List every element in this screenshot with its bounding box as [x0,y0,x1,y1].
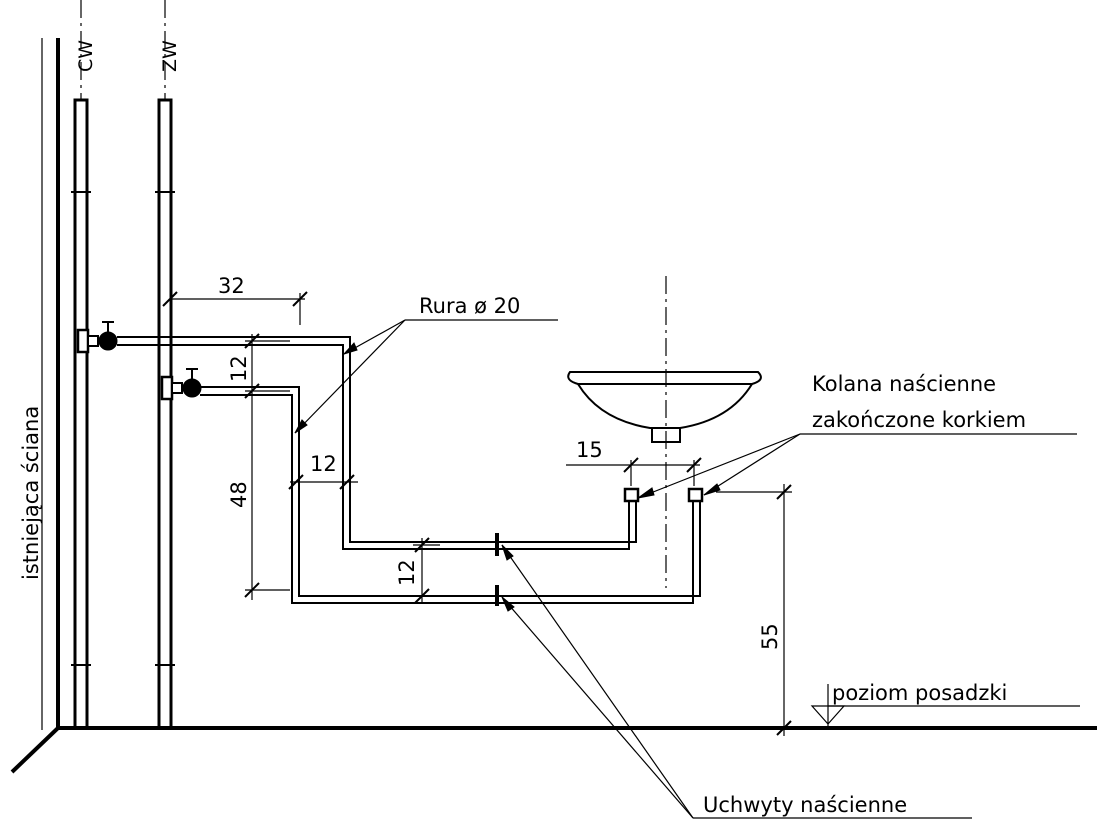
dim-label-32: 32 [218,274,245,298]
callout-elbows: Kolana naścienne zakończone korkiem [637,372,1077,499]
pipe-callout: Rura ø 20 [419,294,520,318]
riser-cw [71,0,91,730]
dimension-55: 55 [716,484,792,736]
floor-label: poziom posadzki [832,681,1007,705]
dim-label-12-vertical: 12 [227,355,251,382]
floor-perspective-line [10,726,60,774]
wall-elbow-left [623,487,640,503]
dim-label-12-lower: 12 [395,559,419,586]
elbow-callout-line2: zakończone korkiem [812,408,1026,432]
dimension-12-horizontal: 12 [288,452,358,490]
dim-label-15: 15 [576,438,603,462]
washbasin [567,276,762,588]
riser-zw [155,0,175,730]
dimension-48: 48 [227,400,290,600]
dimension-12-vertical: 12 [227,333,290,400]
dimension-32: 32 [162,274,308,325]
dim-label-55: 55 [758,623,782,650]
valve-upper [76,321,118,354]
holder-callout: Uchwyty naścienne [703,793,907,817]
dimension-12-lower: 12 [395,537,440,604]
pipe-label-cw: CW [75,40,97,72]
elbow-callout-line1: Kolana naścienne [812,372,996,396]
pipe-run-lower [200,386,701,604]
wall-elbow-right [687,487,704,503]
dim-label-12-horizontal: 12 [310,452,337,476]
pipe-run-upper [117,336,637,550]
pipe-label-zw: ZW [159,40,181,72]
wall-label: istniejąca ściana [19,406,43,580]
callout-holders: Uchwyty naścienne [501,544,972,819]
wall-floor [10,38,1097,774]
callout-pipe: Rura ø 20 [294,294,558,434]
valve-lower [160,368,202,401]
dim-label-48: 48 [227,481,251,508]
dimension-15: 15 [566,438,702,486]
floor-level-marker: poziom posadzki [810,681,1080,728]
